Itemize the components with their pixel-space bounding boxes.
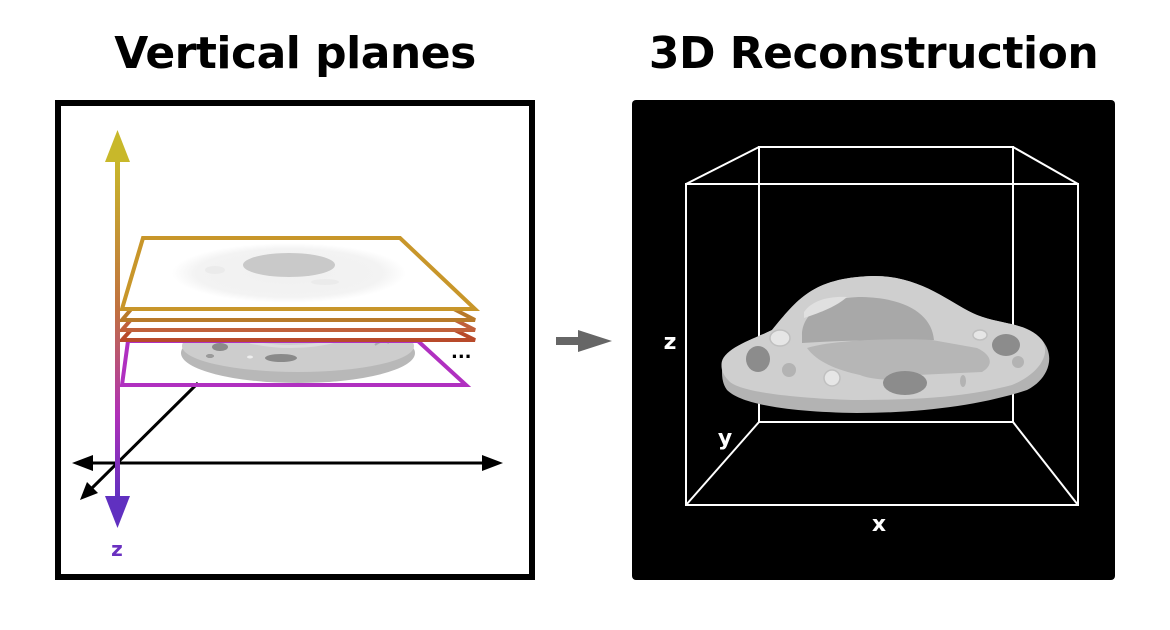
more-planes-ellipsis: ... bbox=[451, 342, 472, 363]
vertical-planes-panel: ... z bbox=[55, 100, 535, 580]
x-axis-arrow bbox=[72, 455, 503, 471]
z-axis-label: z bbox=[111, 537, 123, 561]
reconstructed-cell bbox=[721, 275, 1050, 413]
z-axis-arrow bbox=[105, 130, 130, 528]
3d-reconstruction-panel: z y x bbox=[632, 100, 1115, 580]
right-arrow-icon bbox=[556, 330, 616, 352]
vertical-planes-diagram: ... z bbox=[55, 100, 535, 580]
3d-reconstruction-diagram: z y x bbox=[632, 100, 1115, 580]
z-axis-label: z bbox=[664, 330, 677, 355]
bounding-box-front bbox=[685, 146, 1079, 506]
x-axis-label: x bbox=[872, 512, 886, 537]
y-axis-label: y bbox=[718, 426, 732, 451]
title-3d-reconstruction: 3D Reconstruction bbox=[648, 28, 1099, 79]
cell-slice-faded bbox=[172, 243, 406, 303]
bounding-box-back bbox=[758, 146, 1014, 423]
y-axis-arrow bbox=[80, 381, 200, 500]
title-vertical-planes: Vertical planes bbox=[114, 28, 476, 79]
